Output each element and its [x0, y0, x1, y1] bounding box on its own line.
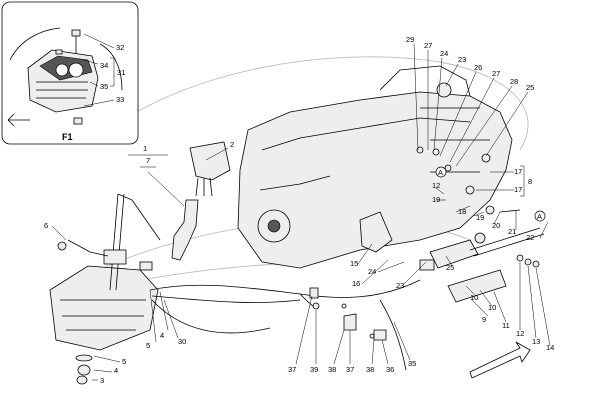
callout: 10 — [488, 303, 496, 312]
callout: 27 — [424, 41, 432, 50]
callout: 4 — [160, 331, 164, 340]
callout: 19 — [432, 195, 440, 204]
callout: 25 — [446, 263, 454, 272]
svg-text:A: A — [537, 212, 542, 221]
callout: 39 — [310, 365, 318, 374]
inset-f1: F1 32 34 31 35 33 — [1, 1, 139, 145]
callout: 29 — [406, 35, 414, 44]
callout: 17 — [514, 167, 522, 176]
callout: 37 — [346, 365, 354, 374]
callout: 36 — [386, 365, 394, 374]
callout: 26 — [474, 63, 482, 72]
callout: 35 — [100, 82, 108, 91]
small-hardware — [309, 287, 387, 341]
callout-leaders — [51, 43, 551, 381]
callout: 21 — [508, 227, 516, 236]
callout: 24 — [440, 49, 448, 58]
callout: 3 — [100, 376, 104, 385]
callout: 19 — [476, 213, 484, 222]
callout: 13 — [532, 337, 540, 346]
callout: 22 — [526, 233, 534, 242]
callout: 23 — [396, 281, 404, 290]
callout: 11 — [502, 321, 510, 330]
callout: 10 — [470, 293, 478, 302]
callout: 9 — [482, 315, 486, 324]
callout: 27 — [492, 69, 500, 78]
arrow-icon — [7, 113, 30, 127]
callout: 25 — [526, 83, 534, 92]
knob-and-boot — [171, 141, 231, 261]
callout: 16 — [352, 279, 360, 288]
callout: 28 — [510, 77, 518, 86]
callout: 38 — [328, 365, 336, 374]
callout: 6 — [44, 221, 48, 230]
callout: 32 — [116, 43, 124, 52]
reference-marker: A A — [435, 166, 546, 222]
gear-lever-assembly — [49, 193, 161, 385]
callout: 23 — [458, 55, 466, 64]
callout: 4 — [114, 366, 118, 375]
callout: 35 — [408, 359, 416, 368]
callout: 31 — [117, 68, 125, 77]
svg-text:A: A — [438, 168, 443, 177]
callout: 17 — [514, 185, 522, 194]
callout: 12 — [432, 181, 440, 190]
callout: 5 — [122, 357, 126, 366]
callout: 7 — [146, 156, 150, 165]
callout: 34 — [100, 61, 108, 70]
callout: 33 — [116, 95, 124, 104]
selector-cables — [149, 279, 421, 371]
callout: 38 — [366, 365, 374, 374]
callout: 15 — [350, 259, 358, 268]
callout: 18 — [458, 207, 466, 216]
callout: 12 — [516, 329, 524, 338]
callout: 2 — [230, 140, 234, 149]
callout: 14 — [546, 343, 554, 352]
callout: 24 — [368, 267, 376, 276]
callout: 5 — [146, 341, 150, 350]
callout: 1 — [143, 144, 147, 153]
direction-arrow-icon — [469, 341, 531, 379]
inset-title: F1 — [62, 132, 73, 142]
callout: 8 — [528, 177, 532, 186]
callout: 37 — [288, 365, 296, 374]
callout-labels: 1 7 2 6 5 4 3 5 4 30 29 27 24 23 26 27 2… — [44, 35, 554, 385]
callout: 20 — [492, 221, 500, 230]
callout: 30 — [178, 337, 186, 346]
linkage-rods — [359, 82, 545, 303]
